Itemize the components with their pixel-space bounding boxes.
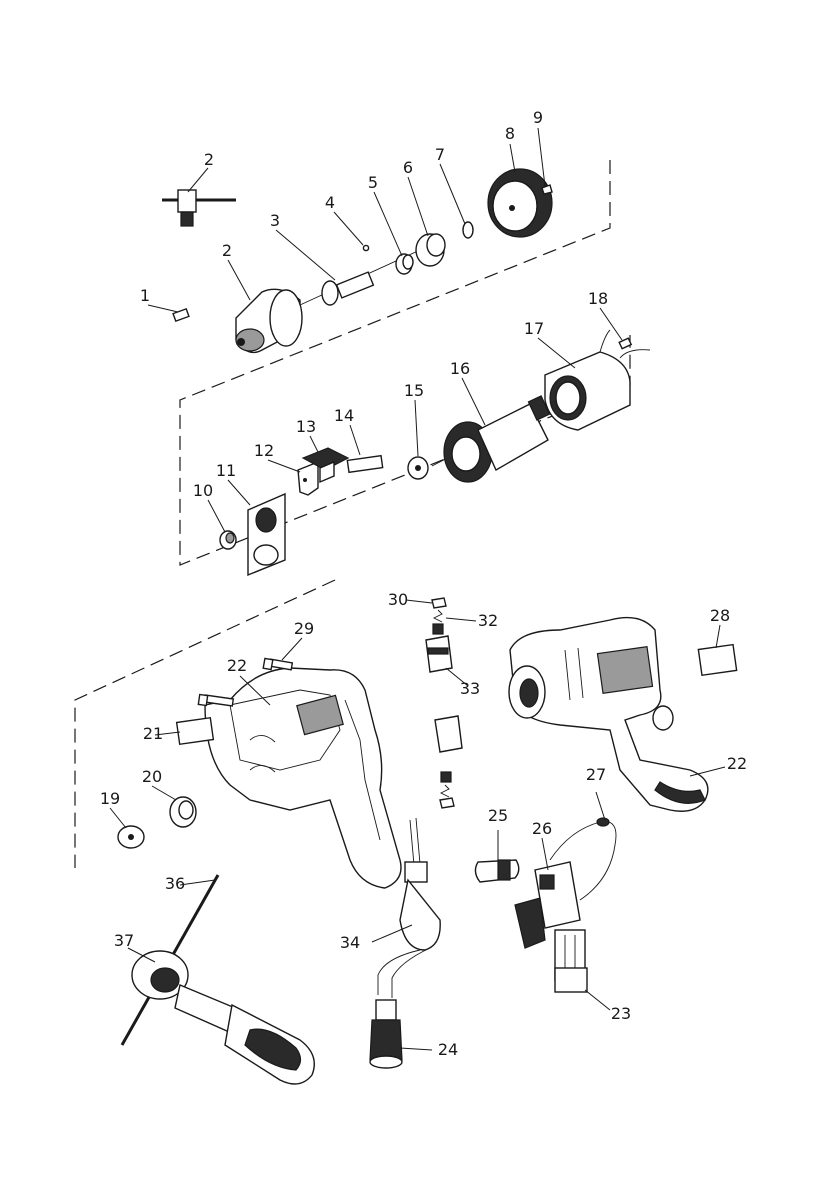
label-plate-14 (347, 456, 382, 473)
part-label-p25: 32 (478, 611, 498, 630)
part-label-p18: 18 (588, 289, 608, 308)
bearing-sleeve-6 (416, 234, 445, 266)
part-label-p22b: 22 (727, 754, 747, 773)
cord-guard-33 (370, 1000, 402, 1068)
part-label-p17: 17 (524, 319, 544, 338)
part-label-p8: 8 (505, 124, 515, 143)
part-label-p15: 15 (404, 381, 424, 400)
part-label-p12: 12 (254, 441, 274, 460)
part-label-p30: 28 (710, 606, 730, 625)
seal-19 (118, 826, 144, 848)
part-label-p21: 21 (143, 724, 163, 743)
label-21 (177, 718, 214, 745)
part-label-p19: 19 (100, 789, 120, 808)
part-label-p3: 3 (270, 211, 280, 230)
part-label-p2a: 2 (204, 150, 214, 169)
bearing-20 (170, 797, 196, 827)
part-label-p2b: 2 (222, 241, 232, 260)
screw-23 (263, 658, 292, 669)
brush-holder-lower (435, 716, 462, 808)
brush-spring-25 (433, 610, 443, 634)
part-label-p24: 30 (388, 590, 408, 609)
drill-chuck (236, 289, 302, 352)
part-label-p5: 5 (368, 173, 378, 192)
part-label-p6: 6 (403, 158, 413, 177)
part-label-p36: 36 (165, 874, 185, 893)
bracket-12 (298, 462, 318, 495)
brush-cap-24 (432, 598, 446, 608)
part-label-p7: 7 (435, 145, 445, 164)
part-label-p34: 34 (340, 933, 360, 952)
part-label-p1: 1 (140, 286, 150, 305)
part-label-p11: 11 (216, 461, 236, 480)
bearing-10 (220, 531, 236, 549)
part-label-p10: 10 (193, 481, 213, 500)
stator-17 (545, 330, 650, 430)
switch-28 (515, 862, 585, 980)
screw-22 (198, 694, 233, 705)
label-30 (698, 645, 736, 676)
part-label-p28: 26 (532, 819, 552, 838)
chuck-key (162, 190, 236, 226)
chuck-screw (173, 309, 189, 321)
part-label-p14: 14 (334, 406, 354, 425)
gear-plate-11 (248, 494, 285, 575)
spindle-ball (363, 245, 368, 250)
brush-holder-26 (426, 636, 452, 672)
part-label-p4: 4 (325, 193, 335, 212)
part-label-p16: 16 (450, 359, 470, 378)
part-label-p29: 27 (586, 765, 606, 784)
part-label-p32: 23 (611, 1004, 631, 1023)
assembled-drill (509, 618, 708, 812)
side-handle-37 (132, 951, 314, 1084)
part-label-p26: 33 (460, 679, 480, 698)
part-label-p33: 24 (438, 1040, 458, 1059)
retaining-ring-7 (463, 222, 473, 238)
part-label-p9: 9 (533, 108, 543, 127)
part-label-p20: 20 (142, 767, 162, 786)
gear-8 (488, 169, 552, 237)
assembly-boundary-top (180, 160, 630, 565)
housing-half-22 (205, 668, 401, 888)
part-label-p27: 25 (488, 806, 508, 825)
switch-base-32 (555, 968, 587, 992)
washer-15 (408, 457, 428, 479)
part-label-p22a: 22 (227, 656, 247, 675)
part-label-p23: 29 (294, 619, 314, 638)
capacitor-27 (475, 860, 518, 882)
armature-16 (432, 396, 560, 482)
part-label-p13: 13 (296, 417, 316, 436)
part-label-p37: 37 (114, 931, 134, 950)
spring-ring-5 (396, 254, 413, 274)
